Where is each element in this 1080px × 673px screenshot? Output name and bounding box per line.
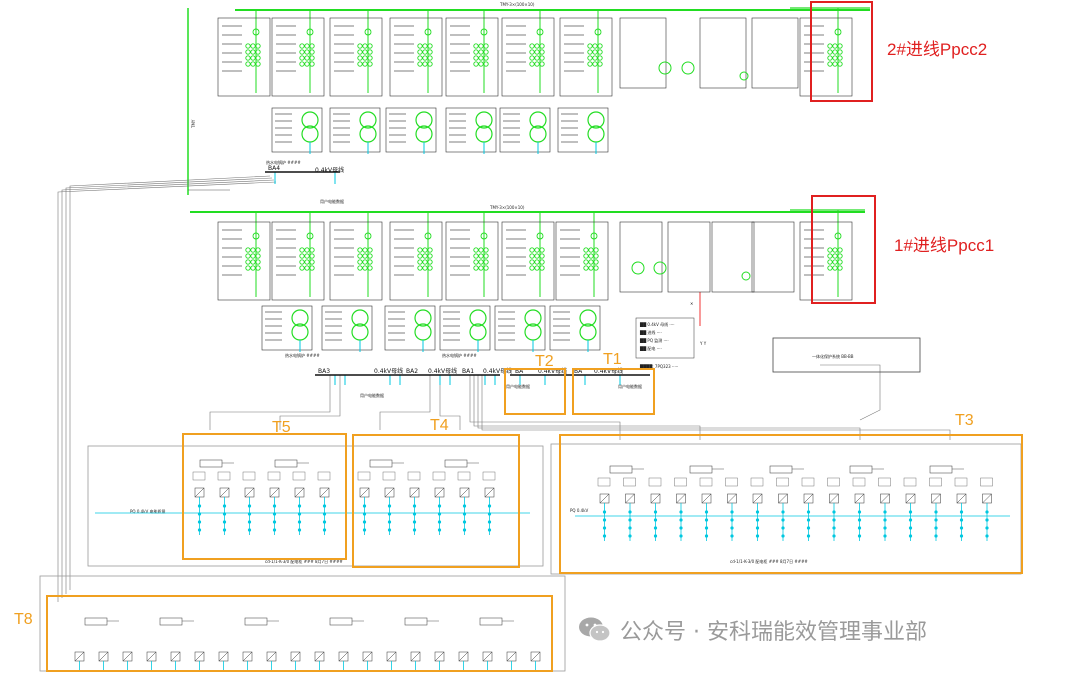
diagram-static-art: 一体化保护系统 BB-BB ██ 0.4kV 母线 ···· ██ 进线 ···… bbox=[39, 2, 1022, 672]
svg-text:██ 配电 ····: ██ 配电 ···· bbox=[639, 345, 662, 351]
svg-text:PQ 0.4kV: PQ 0.4kV bbox=[570, 508, 589, 513]
bus-label-ba1: BA1 bbox=[462, 368, 474, 375]
svg-text:热水电锅炉 ####: 热水电锅炉 #### bbox=[285, 352, 320, 358]
pcc2-callout: 2#进线Ppcc2 bbox=[810, 1, 987, 102]
svg-text:热水电锅炉 ####: 热水电锅炉 #### bbox=[266, 159, 301, 165]
bus-label-ba3: BA3 bbox=[318, 368, 330, 375]
svg-text:用户电能数据: 用户电能数据 bbox=[618, 383, 642, 389]
pcc1-callout: 1#进线Ppcc1 bbox=[811, 195, 994, 304]
t1-label: T1 bbox=[603, 351, 622, 368]
t5-callout: T5 bbox=[182, 419, 347, 560]
bus-volt-label-1: 0.4kV母线 bbox=[315, 166, 344, 174]
svg-text:Y Y: Y Y bbox=[699, 341, 707, 346]
svg-text:PQ 0.4kV 电能质量: PQ 0.4kV 电能质量 bbox=[130, 508, 166, 514]
svg-text:✕: ✕ bbox=[690, 301, 693, 306]
bus-label-ba4: BA4 bbox=[268, 165, 280, 172]
t4-callout: T4 bbox=[352, 417, 520, 568]
watermark: 公众号 · 安科瑞能效管理事业部 bbox=[578, 612, 927, 648]
svg-text:TMY-3×(100×10): TMY-3×(100×10) bbox=[499, 2, 535, 7]
svg-text:██ PQ 监测 ····: ██ PQ 监测 ···· bbox=[639, 337, 669, 343]
watermark-text: 公众号 · 安科瑞能效管理事业部 bbox=[620, 620, 927, 645]
svg-text:用户电能数据: 用户电能数据 bbox=[506, 383, 530, 389]
svg-text:TMY-3×(100×10): TMY-3×(100×10) bbox=[489, 205, 525, 210]
t2-label: T2 bbox=[535, 353, 554, 370]
pcc2-label: 2#进线Ppcc2 bbox=[887, 40, 987, 59]
bus-volt-label-3: 0.4kV母线 bbox=[428, 367, 457, 375]
wechat-icon bbox=[579, 617, 611, 642]
svg-text:用户电能数据: 用户电能数据 bbox=[320, 198, 344, 204]
svg-text:cd-1/1-K-3/0 配电柜 ### 8月7日 ####: cd-1/1-K-3/0 配电柜 ### 8月7日 #### bbox=[730, 558, 808, 564]
bus-volt-label-2: 0.4kV母线 bbox=[374, 367, 403, 375]
svg-text:██ 进线 ····: ██ 进线 ···· bbox=[639, 329, 662, 335]
lv-buses: BA4 0.4kV母线 BA3 0.4kV母线 BA2 0.4kV母线 BA1 … bbox=[265, 165, 650, 376]
t4-label: T4 bbox=[430, 417, 449, 434]
pcc1-label: 1#进线Ppcc1 bbox=[894, 236, 994, 255]
bus-label-ba-b: BA bbox=[574, 368, 583, 375]
t8-label: T8 bbox=[14, 611, 33, 628]
svg-text:████: 7PQ323 ·····: ████: 7PQ323 ····· bbox=[639, 364, 678, 369]
svg-text:cd-1/1-K-3/0 配电柜 ### 8月7日 ####: cd-1/1-K-3/0 配电柜 ### 8月7日 #### bbox=[265, 558, 343, 564]
t8-callout: T8 bbox=[14, 595, 553, 672]
t5-label: T5 bbox=[272, 419, 291, 436]
bus-label-ba-a: BA bbox=[515, 368, 524, 375]
t3-callout: T3 bbox=[559, 412, 1023, 574]
t3-label: T3 bbox=[955, 412, 974, 429]
schematic-detail bbox=[74, 8, 1010, 671]
t1-callout: T1 bbox=[572, 351, 655, 415]
bus-volt-label-5: 0.4kV母线 bbox=[538, 367, 567, 375]
svg-text:用户电能数据: 用户电能数据 bbox=[360, 392, 384, 398]
bus-label-ba2: BA2 bbox=[406, 368, 418, 375]
t2-callout: T2 bbox=[504, 353, 566, 415]
svg-text:一体化保护系统 BB-BB: 一体化保护系统 BB-BB bbox=[812, 353, 854, 359]
svg-text:热水电锅炉 ####: 热水电锅炉 #### bbox=[442, 352, 477, 358]
bus-volt-label-6: 0.4kV母线 bbox=[594, 367, 623, 375]
bus-volt-label-4: 0.4kV母线 bbox=[483, 367, 512, 375]
svg-text:TMY: TMY bbox=[191, 119, 196, 129]
svg-text:██ 0.4kV 母线 ····: ██ 0.4kV 母线 ···· bbox=[639, 321, 674, 327]
